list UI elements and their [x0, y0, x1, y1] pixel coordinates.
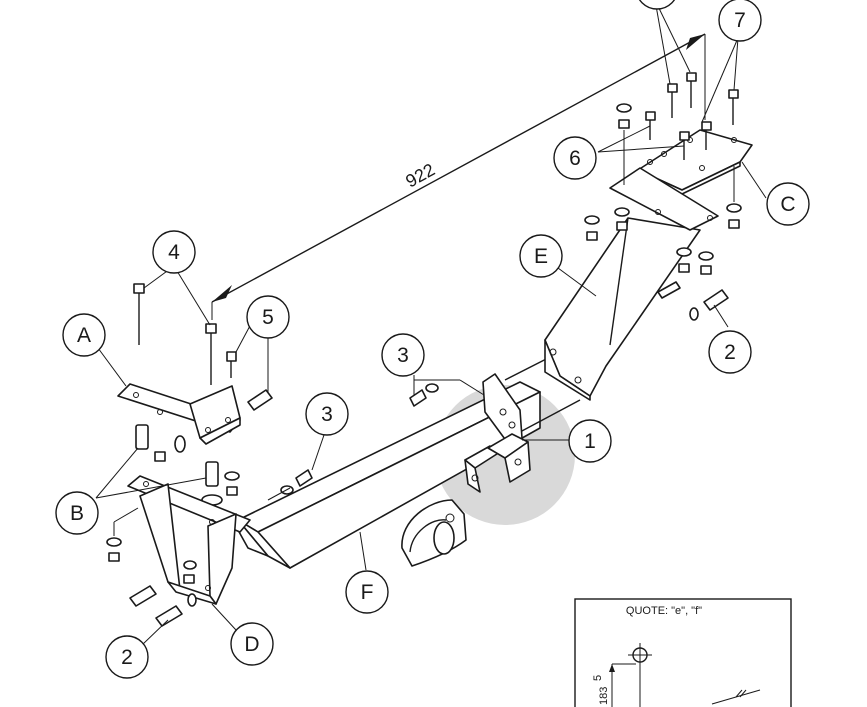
callout-D: D — [230, 622, 274, 666]
callout-3-center: 3 — [381, 333, 425, 377]
svg-text:3: 3 — [321, 403, 333, 426]
svg-text:4: 4 — [168, 241, 180, 264]
callout-6: 6 — [553, 136, 597, 180]
bracket-A — [117, 383, 241, 445]
callout-4: 4 — [152, 230, 196, 274]
tow-ball-plate — [401, 499, 467, 567]
bolts-top-right — [616, 72, 739, 185]
callout-A: A — [62, 313, 106, 357]
callout-7: 7 — [718, 0, 762, 42]
svg-text:E: E — [534, 245, 548, 268]
callout-E: E — [519, 234, 563, 278]
crossbar-F — [237, 351, 581, 569]
callout-2-left: 2 — [105, 635, 149, 679]
svg-text:1: 1 — [584, 430, 596, 453]
plate-C — [609, 129, 753, 231]
quote-inset: QUOTE: "e", "f" 183 5 — [574, 598, 792, 707]
svg-text:C: C — [780, 193, 795, 216]
callout-B: B — [55, 491, 99, 535]
dimension-label: 922 — [402, 159, 438, 191]
ball-mount-bracket — [464, 433, 531, 493]
arrowhead-left — [212, 285, 232, 302]
svg-text:2: 2 — [724, 341, 736, 364]
callout-C: C — [766, 182, 810, 226]
bracket-E — [544, 217, 701, 401]
svg-text:B: B — [70, 502, 84, 525]
callout-5: 5 — [246, 295, 290, 339]
inset-height-label: 183 — [598, 687, 610, 705]
inset-height-superscript: 5 — [592, 675, 604, 681]
svg-text:3: 3 — [397, 344, 409, 367]
bracket-D — [127, 475, 251, 605]
svg-text:A: A — [77, 324, 91, 347]
svg-text:7: 7 — [734, 9, 746, 32]
callout-1: 1 — [568, 419, 612, 463]
callout-2-right: 2 — [708, 330, 752, 374]
side-bolts-right — [657, 281, 729, 321]
callout-F: F — [345, 570, 389, 614]
svg-text:6: 6 — [569, 147, 581, 170]
bolts-left — [133, 283, 273, 462]
arrowhead-right — [686, 34, 705, 50]
svg-text:5: 5 — [262, 306, 274, 329]
svg-text:F: F — [361, 581, 374, 604]
inset-title: QUOTE: "e", "f" — [626, 605, 702, 617]
callout-partial-top — [638, 0, 676, 10]
callout-3-left: 3 — [305, 392, 349, 436]
svg-text:2: 2 — [121, 646, 133, 669]
svg-text:D: D — [244, 633, 259, 656]
nuts-under-plate-C — [584, 166, 742, 275]
